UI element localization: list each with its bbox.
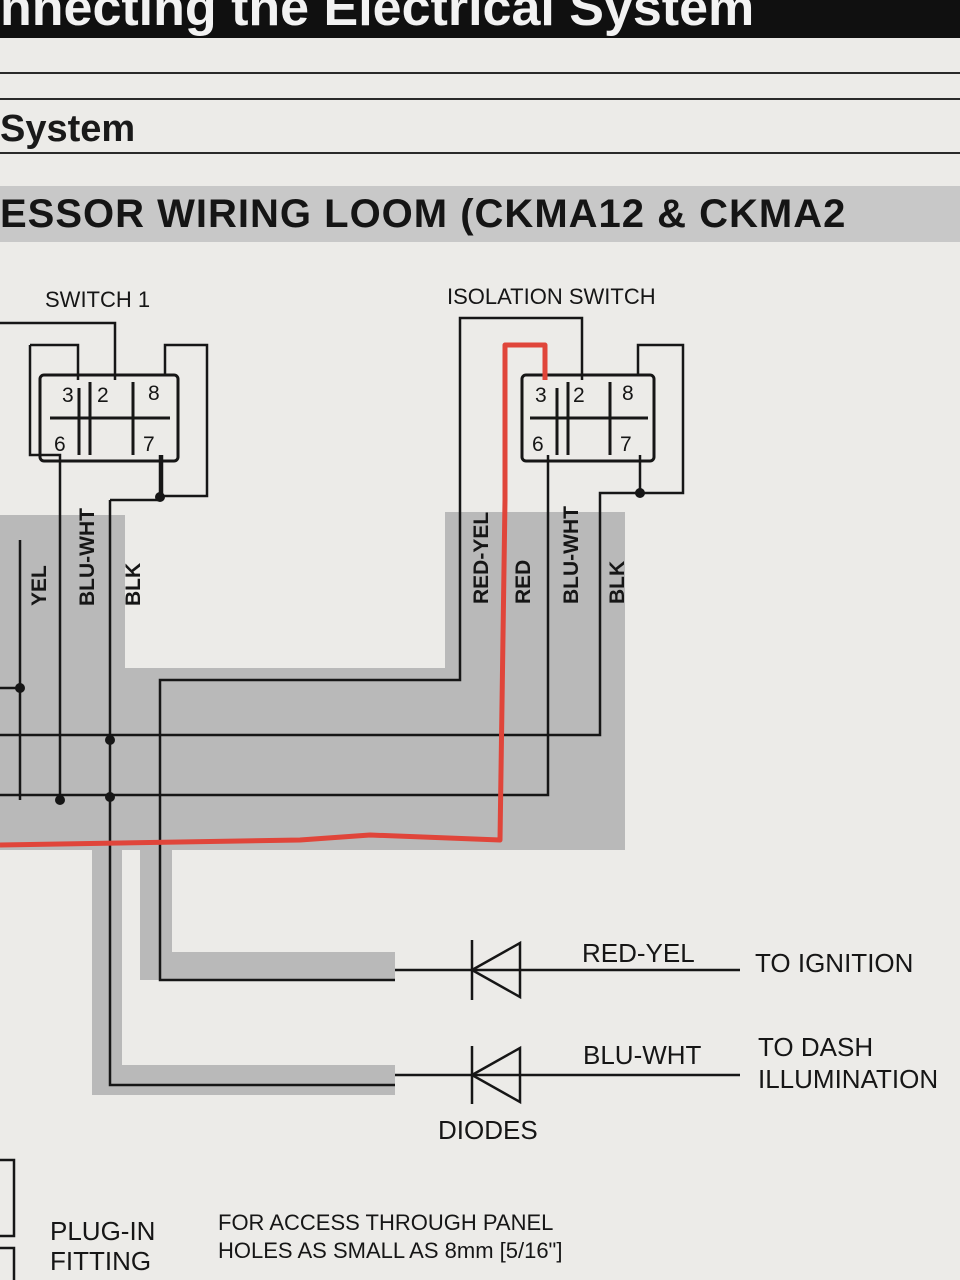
- loom-title-band: ESSOR WIRING LOOM (CKMA12 & CKMA2: [0, 186, 960, 242]
- wire-label-blu-wht-2: BLU-WHT: [560, 506, 583, 604]
- illumination-label: ILLUMINATION: [758, 1064, 938, 1094]
- to-ignition-label: TO IGNITION: [755, 948, 913, 978]
- switch-1-pin-2: 2: [97, 384, 109, 407]
- to-dash-label: TO DASH: [758, 1032, 873, 1062]
- wire-label-blu-wht-1: BLU-WHT: [76, 508, 99, 606]
- isolation-pin-6: 6: [532, 433, 544, 456]
- isolation-pin-8: 8: [622, 382, 634, 405]
- loom-title: ESSOR WIRING LOOM (CKMA12 & CKMA2: [0, 192, 847, 236]
- header-rule-top: [0, 72, 960, 74]
- diode-dash-icon: [469, 1045, 522, 1105]
- section-title: System: [0, 108, 136, 150]
- plug-in-label-2: FITTING: [50, 1246, 151, 1276]
- chapter-title: nnecting the Electrical System: [0, 0, 755, 37]
- wire-label-blk-1: BLK: [122, 563, 145, 606]
- wire-label-red: RED: [512, 560, 535, 604]
- output-red-yel-label: RED-YEL: [582, 938, 695, 968]
- switch-1-pin-8: 8: [148, 382, 160, 405]
- plug-in-fitting-icon: [0, 1158, 16, 1280]
- access-note-1: FOR ACCESS THROUGH PANEL: [218, 1210, 553, 1235]
- output-blu-wht-label: BLU-WHT: [583, 1040, 702, 1070]
- isolation-switch-label: ISOLATION SWITCH: [447, 284, 656, 309]
- wire-label-red-yel: RED-YEL: [470, 512, 493, 604]
- isolation-pin-7: 7: [620, 433, 632, 456]
- switch-1-pin-3: 3: [62, 384, 74, 407]
- plug-in-label-1: PLUG-IN: [50, 1216, 155, 1246]
- header-rule-bottom: [0, 152, 960, 154]
- isolation-switch-block: [520, 373, 656, 463]
- switch-1-label: SWITCH 1: [45, 287, 150, 312]
- switch-1-pin-7: 7: [143, 433, 155, 456]
- wire-junctions: [15, 488, 645, 805]
- diode-ignition-icon: [469, 940, 522, 1000]
- wire-label-blk-2: BLK: [606, 561, 629, 604]
- black-wiring: [0, 316, 740, 1087]
- switch-1-pin-6: 6: [54, 433, 66, 456]
- isolation-pin-2: 2: [573, 384, 585, 407]
- header-rule-mid: [0, 98, 960, 100]
- wire-label-yel: YEL: [28, 565, 51, 606]
- diodes-label: DIODES: [438, 1115, 538, 1145]
- switch-1-block: [38, 373, 180, 463]
- isolation-pin-3: 3: [535, 384, 547, 407]
- access-note-2: HOLES AS SMALL AS 8mm [5/16"]: [218, 1238, 562, 1263]
- chapter-header-bar: nnecting the Electrical System: [0, 0, 960, 38]
- red-wire-highlight: [0, 342, 548, 848]
